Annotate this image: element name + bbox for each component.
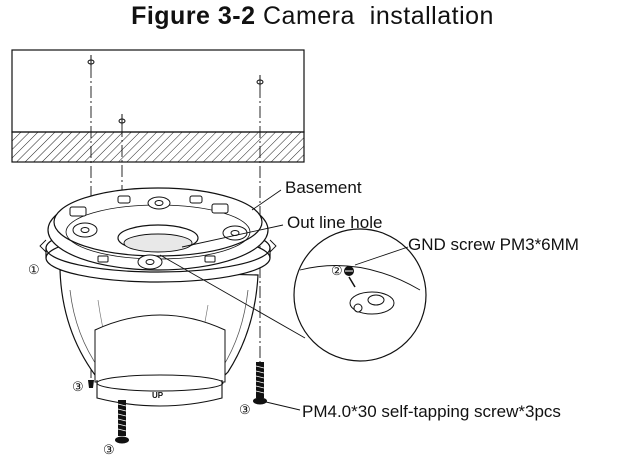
- marker-camera: ①: [28, 263, 40, 278]
- marker-screw-right: ③: [239, 403, 251, 418]
- marker-gnd: ②: [331, 264, 343, 279]
- outline-hole-label: Out line hole: [287, 213, 383, 232]
- ceiling-panel: [11, 49, 305, 163]
- leader-lines: [159, 189, 306, 339]
- ceiling-holes: [87, 55, 264, 125]
- self-tapping-screw-label: PM4.0*30 self-tapping screw*3pcs: [302, 402, 561, 421]
- basement-label: Basement: [285, 178, 362, 197]
- zoom-detail-circle: [293, 228, 427, 362]
- screw-bottom-icon: [115, 400, 129, 444]
- figure-number: Figure 3-2: [131, 2, 256, 30]
- figure-title: Figure 3-2 Camera installation: [0, 2, 625, 31]
- figure-caption: Camera installation: [263, 2, 494, 30]
- camera-body: [59, 269, 259, 407]
- gnd-screw-icon: [344, 266, 356, 288]
- basement-plate: [39, 187, 277, 283]
- marker-screw-bottom: ③: [103, 443, 115, 458]
- screw-leader: [265, 401, 301, 411]
- gnd-leader: [354, 246, 409, 266]
- screw-left-icon: [88, 380, 94, 388]
- marker-screw-left: ③: [72, 380, 84, 395]
- screw-right-icon: [253, 362, 267, 405]
- up-mark: UP: [152, 391, 164, 400]
- gnd-screw-label: GND screw PM3*6MM: [408, 235, 579, 254]
